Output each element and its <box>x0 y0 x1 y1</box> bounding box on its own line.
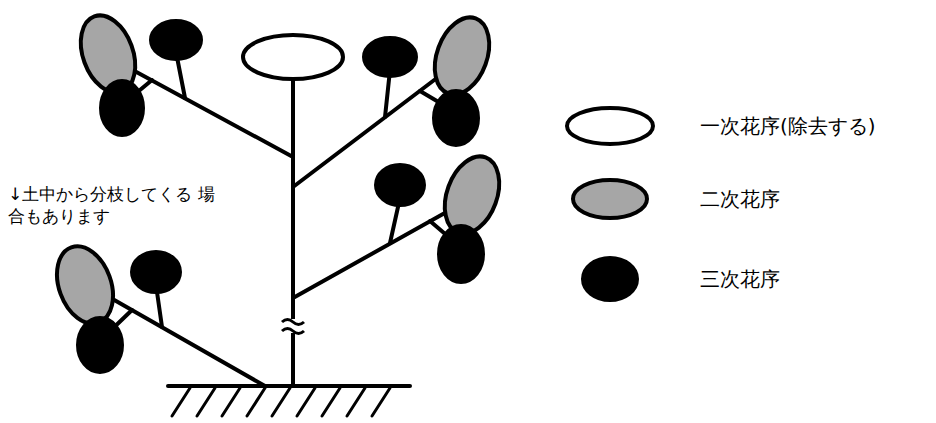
swatch-shape <box>570 177 650 221</box>
swatch-ellipse <box>567 108 653 144</box>
swatch-shape <box>580 255 640 303</box>
secondary-inflorescence <box>425 10 499 102</box>
note-text: ↓土中から分枝してくる 場合もあります <box>8 183 230 227</box>
legend-swatch <box>570 177 650 221</box>
break-mark <box>282 319 304 334</box>
tertiary-inflorescence <box>364 38 416 76</box>
legend-label: 三次花序 <box>700 267 780 291</box>
tertiary-inflorescence <box>132 252 180 292</box>
tertiary-inflorescence <box>376 165 424 205</box>
legend-label: 一次花序(除去する) <box>700 114 876 138</box>
secondary-inflorescence <box>47 239 123 332</box>
tertiary-inflorescence <box>439 226 483 282</box>
tertiary-inflorescence <box>434 91 478 145</box>
legend-swatch <box>564 105 656 147</box>
legend-label: 二次花序 <box>700 187 780 211</box>
swatch-ellipse <box>583 258 637 300</box>
ground-hatching <box>172 388 390 416</box>
main-stem <box>291 78 295 386</box>
tertiary-inflorescence <box>78 318 122 372</box>
swatch-shape <box>564 105 656 147</box>
swatch-ellipse <box>573 180 647 218</box>
primary-inflorescence <box>243 35 343 79</box>
branches <box>88 52 468 386</box>
tertiary-inflorescence <box>151 21 201 59</box>
tertiary-inflorescence <box>101 81 143 135</box>
legend-swatch <box>580 255 640 303</box>
